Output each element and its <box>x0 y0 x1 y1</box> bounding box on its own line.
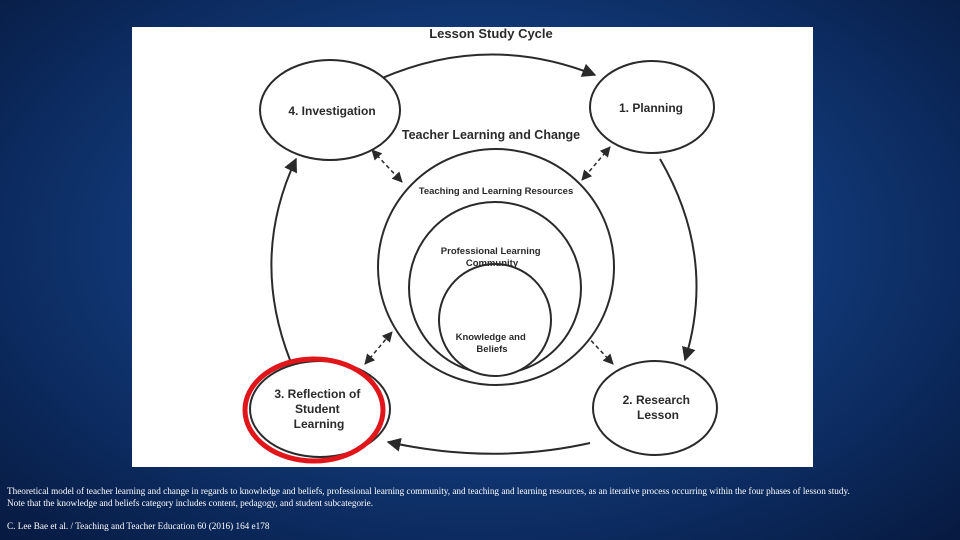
cycle-arrows <box>270 53 698 455</box>
phase-label-research-lesson: 2. Research Lesson <box>623 393 694 422</box>
cycle-arrow-planning-to-research <box>659 158 698 362</box>
phase-label-investigation: 4. Investigation <box>288 104 375 118</box>
phase-label-reflection-line-2: Student <box>295 402 340 416</box>
resources-label: Teaching and Learning Resources <box>419 186 574 197</box>
dashed-arrow-investigation <box>371 149 403 183</box>
cycle-arrow-investigation-to-planning <box>379 53 597 80</box>
phase-label-reflection: 3. Reflection of Student Learning <box>274 387 363 431</box>
phase-label-reflection-line-3: Learning <box>294 417 345 431</box>
knowledge-label-line-1: Knowledge and <box>456 332 526 343</box>
phase-label-planning: 1. Planning <box>619 101 683 115</box>
caption-line-2: Note that the knowledge and beliefs cate… <box>7 498 374 508</box>
knowledge-label: Knowledge and Beliefs <box>456 332 529 355</box>
diagram-title: Lesson Study Cycle <box>429 27 553 41</box>
dashed-arrow-planning <box>581 146 611 181</box>
citation: C. Lee Bae et al. / Teaching and Teacher… <box>7 521 270 531</box>
phase-circle-investigation <box>259 59 401 161</box>
knowledge-label-line-2: Beliefs <box>476 344 507 355</box>
phase-label-research-line-1: 2. Research <box>623 393 690 407</box>
figure-caption: Theoretical model of teacher learning an… <box>7 485 952 509</box>
knowledge-circle <box>438 263 552 377</box>
lesson-study-diagram: Lesson Study Cycle <box>242 27 718 464</box>
cycle-arrow-reflection-to-investigation <box>270 157 297 361</box>
community-label: Professional Learning Community <box>441 246 543 269</box>
community-label-line-2: Community <box>466 258 519 269</box>
dashed-arrow-reflection <box>364 331 393 365</box>
phase-circle-research-lesson <box>592 360 718 456</box>
phase-label-investigation-line: 4. Investigation <box>288 104 375 118</box>
figure-panel: Lesson Study Cycle <box>132 27 813 467</box>
community-label-line-1: Professional Learning <box>441 246 541 257</box>
phase-circle-planning <box>589 60 715 154</box>
center-heading: Teacher Learning and Change <box>402 128 580 142</box>
phase-label-reflection-line-1: 3. Reflection of <box>274 387 361 401</box>
resources-label-line: Teaching and Learning Resources <box>419 186 574 197</box>
cycle-arrow-research-to-reflection <box>386 437 591 455</box>
caption-line-1: Theoretical model of teacher learning an… <box>7 486 850 496</box>
phase-label-research-line-2: Lesson <box>637 408 679 422</box>
phase-label-planning-line: 1. Planning <box>619 101 683 115</box>
highlight-ring <box>242 356 386 464</box>
